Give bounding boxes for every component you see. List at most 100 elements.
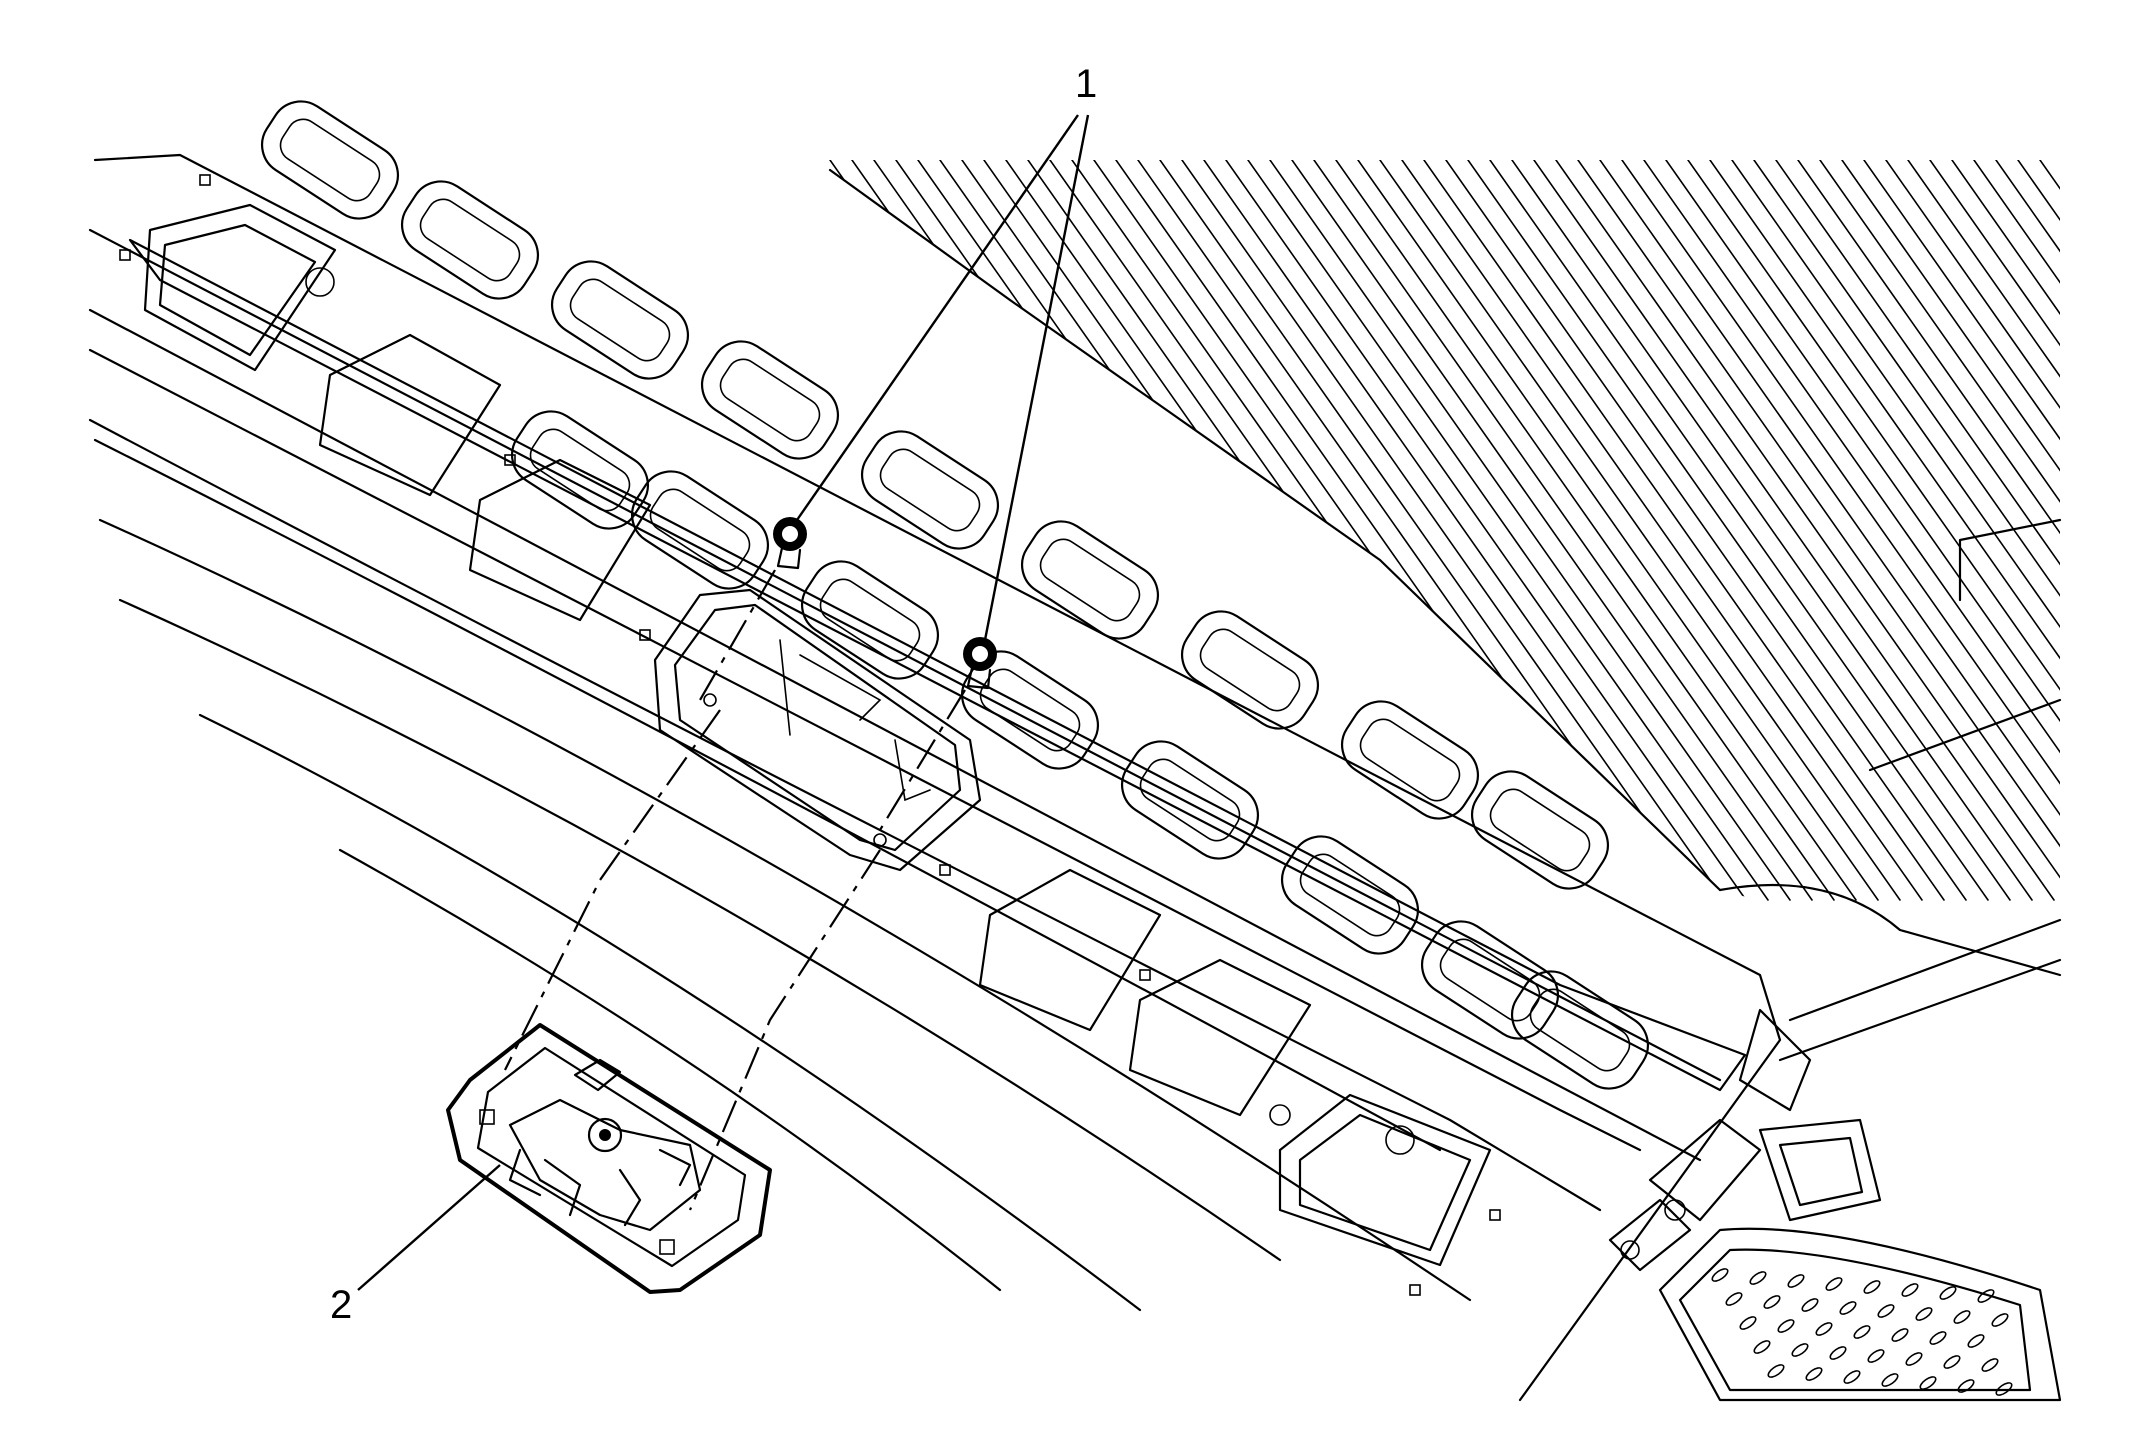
emboss-recess [550,260,690,380]
tread-diamond [1957,1379,1975,1393]
tread-diamond [1839,1301,1857,1315]
tread-diamond [1753,1340,1771,1354]
tread-diamond [1801,1298,1819,1312]
callout-1: 1 [796,62,1097,641]
bed-rib-line [1533,160,2055,901]
truck-bed-floor [828,160,2130,977]
emboss-recess [1280,835,1420,955]
bed-rib-line [1225,160,1747,901]
bed-rib-line [1929,160,2060,901]
bed-rib-line [2062,160,2130,900]
tread-diamond [1805,1367,1823,1381]
emboss-recess [1420,920,1560,1040]
bed-rib-line [1951,160,2060,901]
emboss-recess [700,340,840,460]
tailgate-step [1658,1118,2062,1402]
tread-diamond [1905,1352,1923,1366]
tread-diamond [1953,1310,1971,1324]
step-tread-pattern [1711,1268,2013,1396]
tread-diamond [1943,1355,1961,1369]
bed-rib-line [829,160,1351,901]
tread-diamond [1787,1274,1805,1288]
panel-pockets [119,174,1501,1296]
bed-rib-line [851,160,1373,901]
tread-diamond [1763,1295,1781,1309]
bed-rib-line [1995,160,2060,901]
tread-diamond [1863,1280,1881,1294]
bed-rib-line [1291,160,1813,901]
bed-rib-line [1665,160,2060,901]
bed-rib-line [1907,160,2060,901]
tread-diamond [1967,1334,1985,1348]
tailgate-latch-assembly [446,1023,772,1294]
callout-2: 2 [330,1164,501,1327]
bed-rib-line [1313,160,1835,901]
tread-diamond [1767,1364,1785,1378]
tread-diamond [1901,1283,1919,1297]
emboss-recess [1470,770,1610,890]
bed-rib-line [1115,160,1637,901]
latch-access-opening [653,588,982,872]
tread-diamond [1777,1319,1795,1333]
tread-diamond [1791,1343,1809,1357]
tread-diamond [1867,1349,1885,1363]
callout-1-label: 1 [1075,62,1097,106]
bed-rib-line [939,160,1461,901]
bed-rib-line [1555,160,2060,901]
bed-rib-line [2017,160,2060,901]
bolt-upper [773,517,807,570]
tread-diamond [1739,1316,1757,1330]
tread-diamond [1977,1289,1995,1303]
tread-diamond [1829,1346,1847,1360]
bed-rib-line [1885,160,2060,901]
tread-diamond [1711,1268,1729,1282]
emboss-recess [860,430,1000,550]
bed-rib-line [1049,160,1571,901]
tread-diamond [1981,1358,1999,1372]
bed-rib-line [1379,160,1901,901]
emboss-recess [510,410,650,530]
bed-ribs [829,160,2130,901]
tread-diamond [1749,1271,1767,1285]
bed-rib-line [1577,160,2060,901]
tread-diamond [1843,1370,1861,1384]
emboss-recess [1510,970,1650,1090]
bed-rib-line [1247,160,1769,901]
bed-rib-line [2084,160,2130,900]
tread-diamond [1929,1331,1947,1345]
bed-rib-line [1159,160,1681,901]
latch-bolts [504,517,997,1211]
bed-rib-line [1863,160,2060,901]
tread-diamond [1881,1373,1899,1387]
bed-rib-line [1687,160,2060,901]
bed-rib-line [1137,160,1659,901]
tread-diamond [1991,1313,2009,1327]
emboss-recess [1340,700,1480,820]
tread-diamond [1725,1292,1743,1306]
tailgate-panel [88,100,2062,1402]
tread-diamond [1995,1382,2013,1396]
tread-diamond [1853,1325,1871,1339]
tread-diamond [1815,1322,1833,1336]
bed-rib-line [1819,160,2060,901]
bed-rib-line [1181,160,1703,901]
emboss-recess [800,560,940,680]
bed-rib-line [1599,160,2060,901]
tailgate-hinge-and-cable [1608,918,2062,1272]
bed-rib-line [2039,160,2060,901]
bed-rib-line [1489,160,2011,901]
callout-2-label: 2 [330,1283,352,1327]
bed-rib-line [1731,160,2060,901]
bed-rib-line [1027,160,1549,901]
bolt-lower [963,637,997,690]
tread-diamond [1915,1307,1933,1321]
bed-rib-line [1621,160,2060,901]
tread-diamond [1919,1376,1937,1390]
bed-rib-line [1467,160,1989,901]
emboss-recess [630,470,770,590]
bed-rib-line [1775,160,2060,901]
bed-rib-line [1709,160,2060,901]
tread-diamond [1825,1277,1843,1291]
bed-rib-line [1445,160,1967,901]
